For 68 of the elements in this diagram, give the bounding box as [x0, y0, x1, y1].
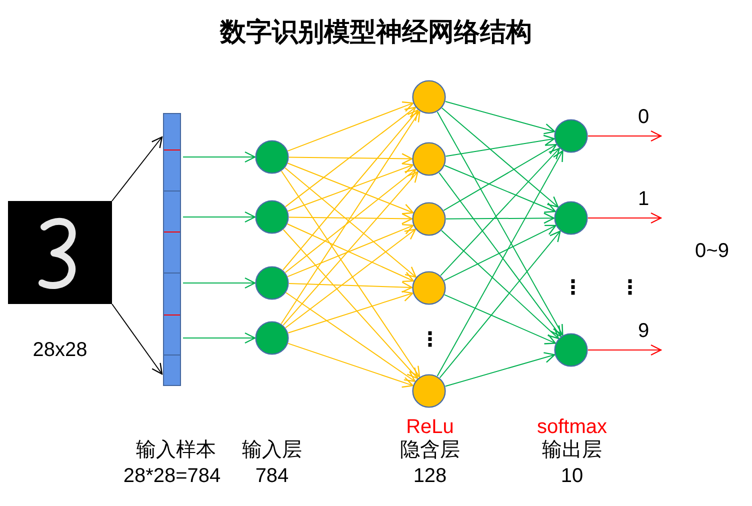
- arrow: [280, 170, 420, 378]
- arrow: [444, 101, 556, 134]
- arrow: [588, 344, 662, 356]
- size-label: 28*28=784: [123, 465, 221, 487]
- arrow: [288, 153, 413, 164]
- arrow: [444, 352, 556, 387]
- arrow: [282, 171, 418, 326]
- arrow: [438, 172, 562, 337]
- arrow: [441, 230, 560, 340]
- arrow: [288, 290, 414, 334]
- arrow: [288, 342, 414, 388]
- arrow: [112, 304, 163, 375]
- neuron-circle: [255, 266, 289, 300]
- size-label: 128: [413, 465, 447, 487]
- arrow: [285, 228, 416, 328]
- layer-label: 输出层: [542, 439, 602, 461]
- arrow: [436, 150, 564, 377]
- title: 数字识别模型神经网络结构: [220, 18, 532, 46]
- neuron-circle: [255, 200, 289, 234]
- neuron-circle: [412, 142, 446, 176]
- arrow: [444, 224, 556, 281]
- arrow: [288, 282, 413, 293]
- neuron-circle: [412, 374, 446, 408]
- arrow: [439, 230, 561, 378]
- arrow: [436, 111, 564, 336]
- neuron-circle: [554, 201, 588, 235]
- arrow: [440, 148, 560, 276]
- arrow: [182, 211, 256, 223]
- digit-image: [8, 201, 112, 304]
- arrow: [112, 136, 163, 202]
- activation-label: softmax: [536, 416, 608, 438]
- arrow: [441, 108, 559, 208]
- neuron-circle: [554, 333, 588, 367]
- arrow: [280, 110, 420, 324]
- size-label: 28x28: [32, 339, 88, 361]
- arrow: [445, 134, 555, 157]
- arrow: [288, 213, 413, 224]
- layer-label: 输入样本: [136, 439, 216, 461]
- arrow: [588, 130, 662, 142]
- neuron-circle: [412, 202, 446, 236]
- arrow: [282, 109, 419, 270]
- arrow: [287, 101, 414, 152]
- layer-label: 输入层: [242, 439, 302, 461]
- arrow: [443, 144, 557, 211]
- arrow: [286, 292, 416, 382]
- neuron-circle: [255, 321, 289, 355]
- arrow: [282, 229, 418, 379]
- arrow: [182, 151, 256, 163]
- arrow: [285, 106, 416, 208]
- range-label: 0~9: [695, 240, 729, 262]
- neuron-circle: [554, 119, 588, 153]
- size-label: 784: [255, 465, 289, 487]
- arrow: [446, 212, 555, 224]
- neuron-circle: [412, 80, 446, 114]
- neuron-circle: [412, 271, 446, 305]
- ellipsis: ⋮: [420, 329, 440, 351]
- arrow: [588, 212, 662, 224]
- arrow: [444, 294, 556, 344]
- ellipsis: ⋮: [563, 277, 583, 299]
- activation-label: ReLu: [406, 416, 454, 438]
- arrow: [444, 165, 556, 213]
- arrow: [182, 332, 256, 344]
- size-label: 10: [560, 465, 584, 487]
- input-vector-bar: [163, 113, 181, 386]
- layer-label: 隐含层: [400, 439, 460, 461]
- ellipsis: ⋮: [620, 277, 640, 299]
- arrow: [182, 277, 256, 289]
- neuron-circle: [255, 140, 289, 174]
